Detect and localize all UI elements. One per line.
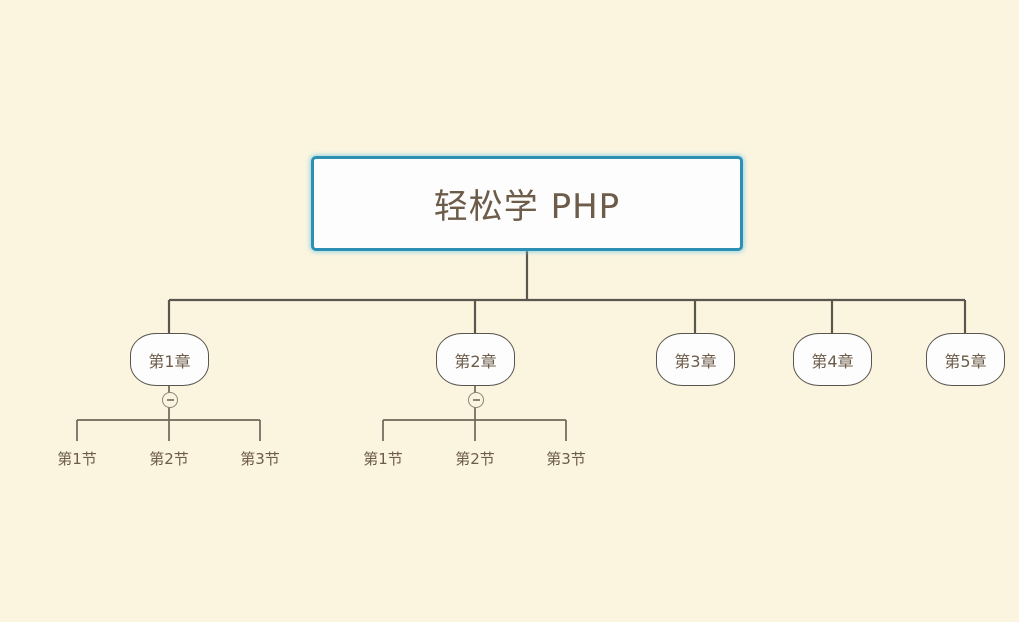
chapter-node-2[interactable]: 第2章 — [436, 333, 515, 386]
minus-circle-icon[interactable] — [162, 392, 178, 408]
section-node-1-2-label: 第2节 — [149, 449, 189, 468]
chapter-node-4-label: 第4章 — [811, 351, 854, 371]
section-node-1-3[interactable]: 第3节 — [225, 447, 295, 469]
chapter-node-3-label: 第3章 — [674, 351, 717, 371]
section-node-2-2-label: 第2节 — [455, 449, 495, 468]
minus-glyph — [472, 399, 480, 401]
minus-glyph — [166, 399, 174, 401]
section-node-2-2[interactable]: 第2节 — [440, 447, 510, 469]
chapter-node-5-label: 第5章 — [944, 351, 987, 371]
section-node-2-3[interactable]: 第3节 — [531, 447, 601, 469]
chapter-node-5[interactable]: 第5章 — [926, 333, 1005, 386]
root-node[interactable]: 轻松学 PHP — [311, 156, 743, 251]
section-node-2-3-label: 第3节 — [546, 449, 586, 468]
section-node-1-1-label: 第1节 — [57, 449, 97, 468]
section-node-1-2[interactable]: 第2节 — [134, 447, 204, 469]
section-node-2-1[interactable]: 第1节 — [348, 447, 418, 469]
section-node-1-1[interactable]: 第1节 — [42, 447, 112, 469]
minus-circle-icon[interactable] — [468, 392, 484, 408]
chapter-node-1[interactable]: 第1章 — [130, 333, 209, 386]
chapter-node-1-label: 第1章 — [148, 351, 191, 371]
chapter-node-4[interactable]: 第4章 — [793, 333, 872, 386]
section-node-2-1-label: 第1节 — [363, 449, 403, 468]
root-node-label: 轻松学 PHP — [433, 187, 621, 227]
chapter-node-2-label: 第2章 — [454, 351, 497, 371]
chapter-node-3[interactable]: 第3章 — [656, 333, 735, 386]
section-node-1-3-label: 第3节 — [240, 449, 280, 468]
